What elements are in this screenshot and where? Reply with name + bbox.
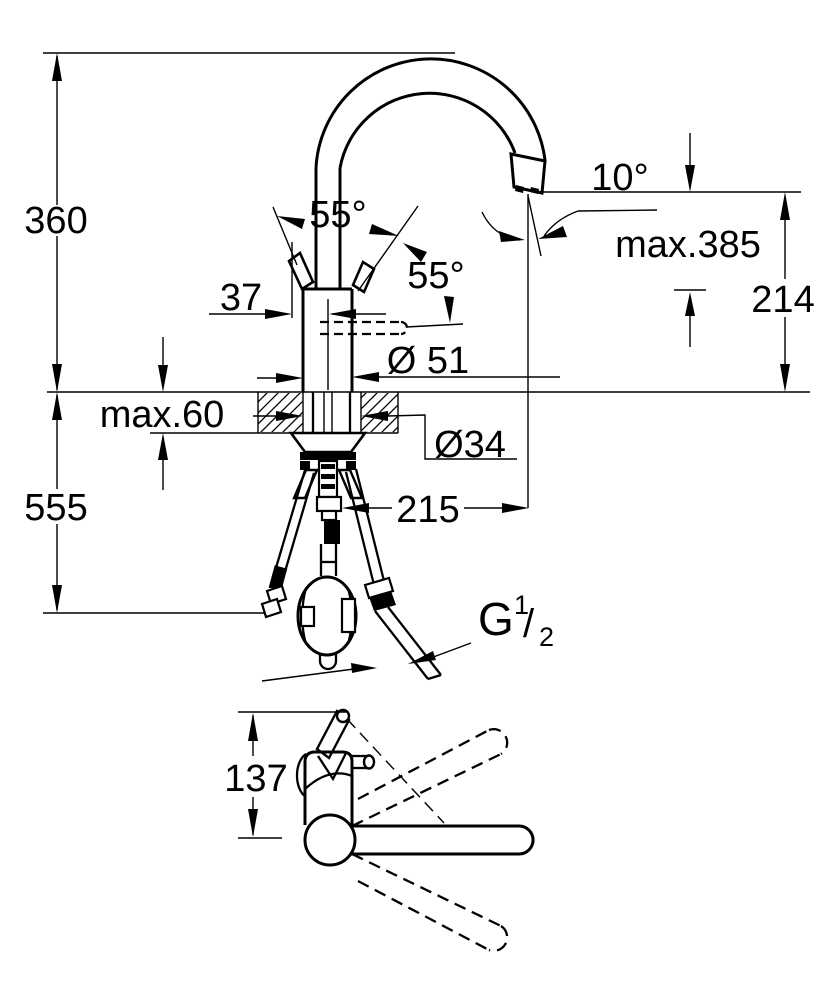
dim-dia51-label: Ø 51: [387, 340, 469, 382]
top-view-faucet: [295, 708, 535, 952]
dim-55deg-right-label: 55°: [407, 255, 464, 297]
top-view-dimension: 137: [224, 711, 347, 839]
dim-10deg-label: 10°: [591, 157, 648, 199]
dim-max60-label: max.60: [100, 394, 225, 436]
side-view-hoses-weight: [260, 468, 442, 681]
dim-214-label: 214: [751, 279, 814, 321]
dim-thread-label: G1/2: [478, 590, 554, 652]
dim-55deg-left-label: 55°: [309, 194, 366, 236]
side-view-arrowheads: [52, 53, 790, 673]
dim-360-label: 360: [24, 200, 87, 242]
dim-555-label: 555: [24, 487, 87, 529]
side-view-dimension-lines: [43, 52, 810, 682]
dim-215-label: 215: [396, 489, 459, 531]
side-view-labels: 360 555 max.60 37 55° 55° Ø 51 Ø34 215 1…: [24, 157, 814, 652]
dim-37-label: 37: [220, 277, 262, 319]
dim-137-label: 137: [224, 758, 287, 800]
dim-dia34-label: Ø34: [434, 424, 506, 466]
dim-max385-label: max.385: [615, 224, 761, 266]
side-view-counter-mounting: [257, 392, 399, 576]
